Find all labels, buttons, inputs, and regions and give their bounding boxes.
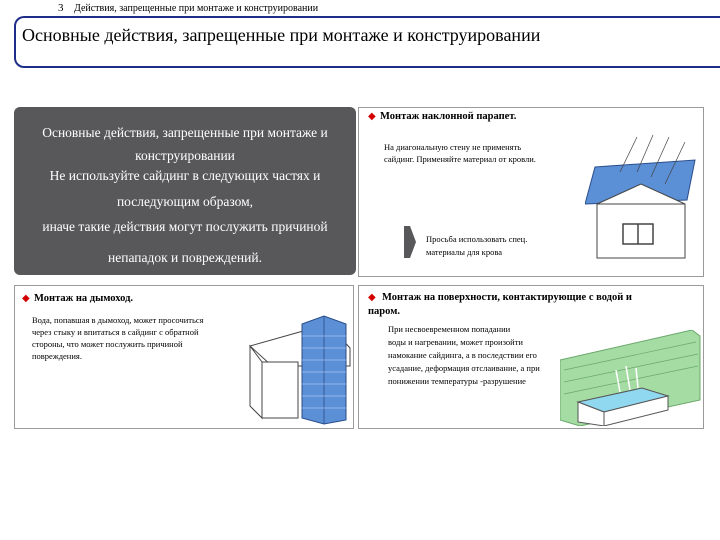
summary-line-6: непападок и повреждений.: [108, 250, 262, 265]
diamond-bullet-icon: ◆: [22, 293, 30, 304]
parapet-note-2: материалы для крова: [426, 247, 502, 257]
chimney-text-3: стороны, что может послужить причиной: [32, 339, 183, 349]
header-frame: [14, 16, 720, 68]
chimney-text-2: через стыку и впитаться в сайдинг с обра…: [32, 327, 199, 337]
water-panel: [358, 285, 704, 429]
parapet-text-1: На диагональную стену не применять: [384, 142, 522, 152]
water-text-4: усадание, деформация отслаивание, а при: [388, 363, 540, 373]
parapet-panel: [358, 107, 704, 277]
chimney-text-4: повреждения.: [32, 351, 82, 361]
water-title-1: Монтаж на поверхности, контактирующие с …: [382, 292, 632, 303]
summary-line-1: Основные действия, запрещенные при монта…: [42, 125, 328, 140]
slide-number: 3: [58, 2, 64, 14]
header-caption: Действия, запрещенные при монтаже и конс…: [74, 3, 319, 14]
summary-line-2: конструировании: [135, 148, 235, 163]
parapet-note-1: Просьба использовать спец.: [426, 234, 528, 244]
bathroom-illustration: [560, 330, 701, 426]
chimney-illustration: [248, 315, 351, 425]
water-text-2: воды и нагревании, может произойти: [388, 337, 523, 347]
diamond-bullet-icon: ◆: [368, 111, 376, 122]
summary-line-5: иначе такие действия могут послужить при…: [42, 219, 328, 234]
chimney-title: Монтаж на дымоход.: [34, 293, 134, 304]
summary-line-4: последующим образом,: [116, 194, 254, 209]
parapet-text-2: сайдинг. Применяйте материал от кровли.: [384, 154, 536, 164]
arrow-right-icon: [404, 226, 416, 258]
chimney-panel: [14, 285, 354, 429]
summary-line-3: Не используйте сайдинг в следующих частя…: [49, 168, 321, 183]
water-text-3: намокание сайдинга, а в последствии его: [388, 350, 537, 360]
diamond-bullet-icon: ◆: [368, 292, 376, 303]
water-text-5: понижении температуры -разрушение: [388, 376, 526, 386]
chimney-text-1: Вода, попавшая в дымоход, может просочит…: [32, 315, 204, 325]
summary-box: Основные действия, запрещенные при монта…: [14, 107, 356, 275]
parapet-title: Монтаж наклонной парапет.: [380, 111, 517, 122]
water-text-1: При несвоевременном попадании: [388, 324, 511, 334]
water-title-2: паром.: [368, 306, 400, 317]
parapet-house-illustration: [585, 134, 696, 259]
page-title: Основные действия, запрещенные при монта…: [22, 25, 541, 45]
